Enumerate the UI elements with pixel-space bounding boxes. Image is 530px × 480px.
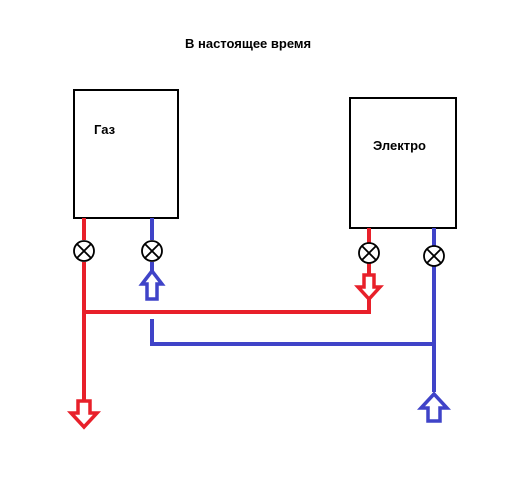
arrow-up-icon (138, 268, 166, 301)
arrow-down-icon (354, 273, 384, 302)
arrow-down-icon (66, 399, 102, 430)
return-pipes (150, 262, 436, 392)
gas-boiler-box (73, 89, 179, 219)
valve-icon (73, 240, 95, 262)
arrow-up-icon (416, 391, 452, 423)
diagram-title: В настоящее время (185, 36, 311, 51)
gas-boiler-label: Газ (94, 122, 116, 137)
electric-boiler-box (349, 97, 457, 229)
electric-boiler-label: Электро (373, 138, 426, 153)
valve-icon (141, 240, 163, 262)
valve-icon (358, 242, 380, 264)
valve-icon (423, 245, 445, 267)
supply-pipes (82, 262, 371, 402)
